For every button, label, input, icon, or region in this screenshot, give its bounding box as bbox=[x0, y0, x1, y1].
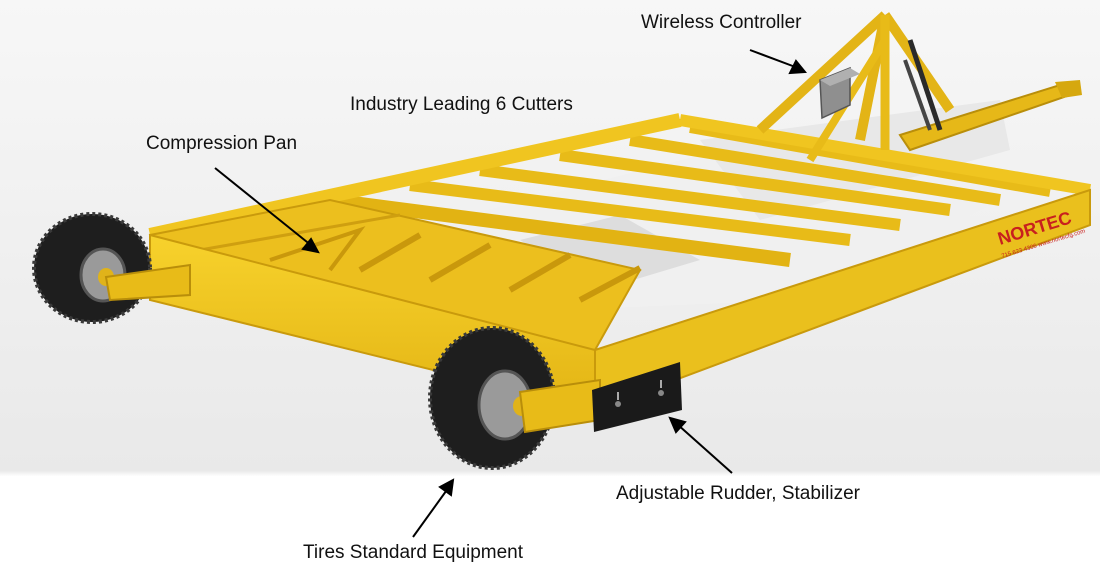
tires-label: Tires Standard Equipment bbox=[303, 542, 524, 563]
floor-white bbox=[0, 476, 1100, 574]
frame-top-rails bbox=[148, 113, 1092, 362]
wireless-controller-box bbox=[819, 66, 860, 120]
wireless-controller-label: Wireless Controller bbox=[641, 12, 802, 33]
left-wheel bbox=[32, 212, 191, 324]
compression-pan bbox=[148, 198, 642, 352]
annotation-arrows bbox=[214, 49, 808, 538]
compression-pan-label: Compression Pan bbox=[146, 133, 298, 154]
cutters-label: Industry Leading 6 Cutters bbox=[350, 94, 573, 115]
hitch-a-frame bbox=[756, 11, 1082, 163]
rudder-stabilizer-label: Adjustable Rudder, Stabilizer bbox=[616, 483, 860, 504]
right-wheel bbox=[428, 326, 601, 470]
rudder-stabilizer-plate bbox=[592, 362, 682, 432]
